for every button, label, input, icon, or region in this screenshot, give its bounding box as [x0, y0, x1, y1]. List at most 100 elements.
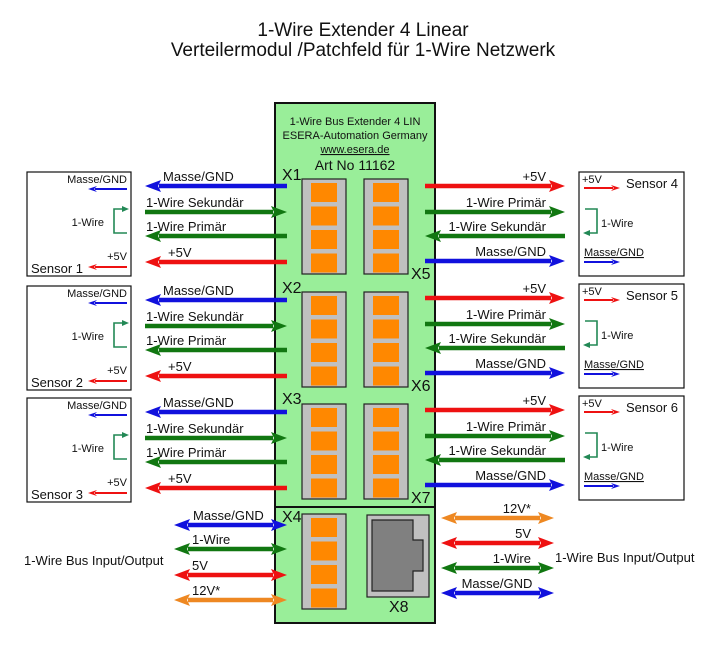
board-url: www.esera.de: [319, 144, 389, 156]
bus-green-arrow-icon: [441, 562, 554, 574]
connector-label-x3: X3: [282, 391, 302, 408]
wire-label: Masse/GND: [163, 283, 234, 298]
terminal-block-x6: [363, 291, 409, 388]
connector-label-x6: X6: [411, 378, 431, 395]
arrow-head-icon: [549, 292, 565, 304]
terminal-pin: [311, 541, 337, 561]
connector-label-x2: X2: [282, 280, 302, 297]
sensor-vcc-label: +5V: [582, 174, 603, 186]
terminal-pin: [373, 230, 399, 249]
arrow-head-icon: [122, 320, 129, 326]
arrow-head-icon: [174, 569, 190, 581]
wire-green-arrow-icon: [425, 342, 565, 354]
terminal-block-x3: [301, 403, 347, 500]
arrow-head-icon: [549, 367, 565, 379]
terminal-pin: [311, 343, 337, 362]
sensor-1wire-label: 1-Wire: [72, 217, 104, 229]
board-vendor: ESERA-Automation Germany: [283, 130, 428, 142]
wire-red-arrow-icon: [145, 370, 287, 382]
sensor-vcc-arrow-icon: [88, 490, 127, 496]
wire-label: 1-Wire Primär: [466, 419, 547, 434]
arrow-head-icon: [611, 259, 620, 265]
arrow-head-icon: [611, 297, 620, 303]
arrow-head-icon: [549, 479, 565, 491]
sensor-vcc-label: +5V: [582, 398, 603, 410]
wire-label: Masse/GND: [475, 244, 546, 259]
sensor-vcc-label: +5V: [582, 286, 603, 298]
rj45-socket-x8: [366, 514, 430, 598]
terminal-block-x5: [363, 178, 409, 275]
wire-label: 1-Wire Sekundär: [448, 219, 546, 234]
sensor-1wire-label: 1-Wire: [601, 218, 633, 230]
terminal-pin: [373, 366, 399, 386]
arrow-head-icon: [88, 378, 97, 384]
connector-label-x4: X4: [282, 509, 302, 526]
sensor-gnd-arrow-icon: [88, 186, 127, 192]
arrow-head-icon: [271, 206, 287, 218]
bus-right-label: 1-Wire Bus Input/Output: [555, 550, 695, 565]
sensor-gnd-label: Masse/GND: [67, 288, 127, 300]
sensor-gnd-label: Masse/GND: [584, 359, 644, 371]
arrow-head-icon: [538, 562, 554, 574]
arrow-head-icon: [611, 483, 620, 489]
connector-label-x5: X5: [411, 266, 431, 283]
arrow-head-icon: [441, 537, 457, 549]
terminal-pin: [373, 343, 399, 362]
terminal-pin: [373, 455, 399, 474]
wire-green-arrow-icon: [145, 456, 287, 468]
terminal-pin: [311, 296, 337, 315]
sensor-vcc-arrow-icon: [584, 409, 620, 415]
arrow-head-icon: [549, 430, 565, 442]
wire-blue-arrow-icon: [145, 294, 287, 306]
wire-label: 1-Wire Primär: [466, 195, 547, 210]
terminal-pin: [311, 431, 337, 451]
sensor-name: Sensor 3: [31, 487, 83, 502]
terminal-pin: [311, 478, 337, 498]
connector-label-x7: X7: [411, 490, 431, 507]
arrow-head-icon: [441, 512, 457, 524]
terminal-pin: [311, 183, 337, 202]
sensor-1wire-label: 1-Wire: [601, 330, 633, 342]
bus-wire-label: 5V: [192, 558, 208, 573]
wire-label: 1-Wire Primär: [146, 445, 227, 460]
sensor-gnd-label: Masse/GND: [67, 174, 127, 186]
bus-orange-arrow-icon: [441, 512, 554, 524]
wire-red-arrow-icon: [145, 256, 287, 268]
wire-green-arrow-icon: [145, 320, 287, 332]
wire-red-arrow-icon: [425, 404, 565, 416]
board-article-number: Art No 11162: [315, 157, 396, 173]
arrow-head-icon: [441, 562, 457, 574]
arrow-head-icon: [145, 344, 161, 356]
arrow-head-icon: [425, 454, 441, 466]
wire-green-arrow-icon: [145, 432, 287, 444]
arrow-head-icon: [145, 456, 161, 468]
connector-label-x8: X8: [389, 599, 409, 616]
wire-blue-arrow-icon: [145, 180, 287, 192]
wire-label: 1-Wire Sekundär: [146, 195, 244, 210]
arrow-head-icon: [271, 594, 287, 606]
sensor-vcc-label: +5V: [107, 251, 128, 263]
rj45-port-icon: [371, 519, 424, 592]
arrow-head-icon: [549, 206, 565, 218]
sensor-1wire-loop-icon: [113, 208, 127, 234]
terminal-pin: [311, 408, 337, 427]
wire-green-arrow-icon: [145, 206, 287, 218]
sensor-vcc-arrow-icon: [584, 185, 620, 191]
terminal-block-x1: [301, 178, 347, 275]
arrow-head-icon: [611, 409, 620, 415]
arrow-head-icon: [538, 512, 554, 524]
arrow-head-icon: [122, 432, 129, 438]
arrow-head-icon: [271, 320, 287, 332]
arrow-head-icon: [271, 519, 287, 531]
arrow-head-icon: [88, 186, 97, 192]
sensor-gnd-label: Masse/GND: [584, 471, 644, 483]
sensor-name: Sensor 4: [626, 176, 678, 191]
wire-label: +5V: [168, 245, 192, 260]
arrow-head-icon: [145, 406, 161, 418]
arrow-head-icon: [174, 594, 190, 606]
wire-label: +5V: [523, 169, 547, 184]
